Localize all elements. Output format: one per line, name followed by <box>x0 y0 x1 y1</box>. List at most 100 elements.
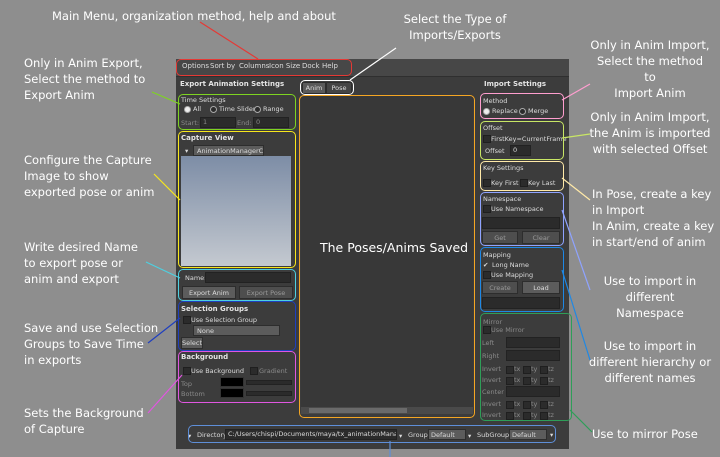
callout-selection-groups: Save and use Selection Groups to Save Ti… <box>24 321 159 368</box>
time-range-label: Range <box>263 105 284 113</box>
subgroup-dropdown-arrow-icon[interactable]: ▾ <box>550 431 554 439</box>
name-field[interactable] <box>205 272 291 283</box>
select-button[interactable]: Select <box>181 337 203 349</box>
end-field[interactable]: 0 <box>253 117 289 128</box>
use-background-checkbox[interactable] <box>183 367 191 375</box>
long-name-check-icon[interactable]: ✔ <box>483 261 489 269</box>
method-highlight <box>480 93 564 119</box>
callout-namespace: Use to import in different Namespace <box>603 274 697 321</box>
tab-anim[interactable]: Anim <box>302 82 326 94</box>
invert-1-axis-1-checkbox[interactable] <box>506 366 514 374</box>
use-mirror-label: Use Mirror <box>491 326 525 334</box>
mirror-right-field[interactable] <box>506 350 560 361</box>
load-mapping-button[interactable]: Load <box>522 281 560 294</box>
connector-selection <box>147 317 181 344</box>
invert-3-axis-3-checkbox[interactable] <box>540 401 548 409</box>
invert-label-2: Invert <box>482 376 502 384</box>
bottom-color-swatch[interactable] <box>220 388 244 398</box>
time-range-radio[interactable] <box>254 106 261 113</box>
invert-1-axis-3-checkbox[interactable] <box>540 366 548 374</box>
mirror-label: Mirror <box>483 318 503 326</box>
invert-4-axis-1-checkbox[interactable] <box>506 412 514 420</box>
tab-pose[interactable]: Pose <box>326 82 352 94</box>
invert-3-axis-2-checkbox[interactable] <box>523 401 531 409</box>
invert-4-axis-2-checkbox[interactable] <box>523 412 531 420</box>
menu-icon-size[interactable]: Icon Size <box>269 62 301 70</box>
invert-1-axis-2-checkbox[interactable] <box>523 366 531 374</box>
export-anim-button[interactable]: Export Anim <box>182 286 236 299</box>
capture-highlight <box>178 131 296 268</box>
directory-field[interactable]: C:/Users/chispi/Documents/maya/tx_animat… <box>225 429 397 440</box>
subgroup-dropdown[interactable]: Default <box>509 429 547 440</box>
start-field[interactable]: 1 <box>200 117 236 128</box>
invert-2-axis-3-checkbox[interactable] <box>540 377 548 385</box>
firstkey-checkbox[interactable] <box>483 135 491 143</box>
key-settings-highlight <box>480 161 564 191</box>
merge-radio[interactable] <box>519 108 526 115</box>
invert-2-axis-1-checkbox[interactable] <box>506 377 514 385</box>
menu-dock[interactable]: Dock <box>302 62 320 70</box>
callout-mapping: Use to import in different hierarchy or … <box>588 339 712 386</box>
selection-group-dropdown[interactable]: None <box>193 325 280 336</box>
mirror-highlight <box>480 313 572 421</box>
selection-groups-highlight <box>178 301 296 351</box>
bottom-color-label: Bottom <box>181 390 205 398</box>
menu-options[interactable]: Options <box>182 62 210 70</box>
poses-list-highlight <box>299 95 475 418</box>
menu-help[interactable]: Help <box>322 62 338 70</box>
group-dropdown[interactable]: Default <box>428 429 466 440</box>
namespace-field[interactable] <box>482 217 560 229</box>
top-color-slider[interactable] <box>246 380 292 385</box>
group-menu-arrow[interactable]: ▾ <box>399 432 403 440</box>
callout-anim-export-method: Only in Anim Export, Select the method t… <box>24 56 146 103</box>
callout-mirror: Use to mirror Pose <box>592 427 698 441</box>
key-first-checkbox[interactable] <box>483 179 491 187</box>
use-selection-group-checkbox[interactable] <box>183 316 191 324</box>
gradient-checkbox[interactable] <box>250 367 258 375</box>
invert-2-axis-2-checkbox[interactable] <box>523 377 531 385</box>
connector-offset <box>561 133 591 139</box>
clear-namespace-button[interactable]: Clear <box>522 231 560 244</box>
use-mirror-checkbox[interactable] <box>483 326 491 334</box>
mirror-left-field[interactable] <box>506 337 560 348</box>
export-pose-button[interactable]: Export Pose <box>239 286 293 299</box>
mirror-center-field[interactable] <box>506 386 560 397</box>
connector-name <box>145 261 181 279</box>
name-highlight <box>178 269 296 301</box>
scrollbar-thumb[interactable] <box>309 408 407 413</box>
time-all-radio[interactable] <box>184 106 191 113</box>
time-slider-radio[interactable] <box>210 106 217 113</box>
invert-1-axis-3-label: tz <box>548 365 554 373</box>
subgroup-menu-arrow[interactable]: ▾ <box>468 432 472 440</box>
horizontal-scrollbar[interactable] <box>301 407 473 414</box>
poses-list[interactable] <box>301 96 473 414</box>
directory-menu-arrow[interactable]: ▾ <box>188 432 192 440</box>
invert-4-axis-3-checkbox[interactable] <box>540 412 548 420</box>
key-last-checkbox[interactable] <box>520 179 528 187</box>
bottom-color-slider[interactable] <box>246 391 292 396</box>
connector-mapping <box>561 269 591 361</box>
long-name-label: Long Name <box>492 261 529 269</box>
offset-field-label: Offset <box>485 147 505 155</box>
top-color-swatch[interactable] <box>220 377 244 387</box>
import-settings-title: Import Settings <box>484 80 546 88</box>
export-settings-title: Export Animation Settings <box>180 80 285 88</box>
selection-group-value: None <box>197 326 214 335</box>
use-mapping-checkbox[interactable] <box>483 271 491 279</box>
method-label: Method <box>483 97 508 105</box>
replace-label: Replace <box>492 107 518 115</box>
offset-field[interactable]: 0 <box>510 145 531 156</box>
menu-columns[interactable]: Columns <box>239 62 270 70</box>
use-selection-group-label: Use Selection Group <box>191 316 258 324</box>
replace-radio[interactable] <box>483 108 490 115</box>
mapping-field[interactable] <box>482 297 560 309</box>
create-mapping-button[interactable]: Create <box>482 281 518 294</box>
capture-menu-arrow[interactable]: ▾ <box>185 147 189 155</box>
group-label: Group <box>408 431 428 439</box>
use-namespace-checkbox[interactable] <box>483 205 491 213</box>
camera-dropdown[interactable]: AnimationManagerC <box>193 145 264 156</box>
menu-sort-by[interactable]: Sort by <box>210 62 236 70</box>
connector-capture <box>153 173 181 201</box>
invert-3-axis-1-checkbox[interactable] <box>506 401 514 409</box>
get-namespace-button[interactable]: Get <box>482 231 518 244</box>
